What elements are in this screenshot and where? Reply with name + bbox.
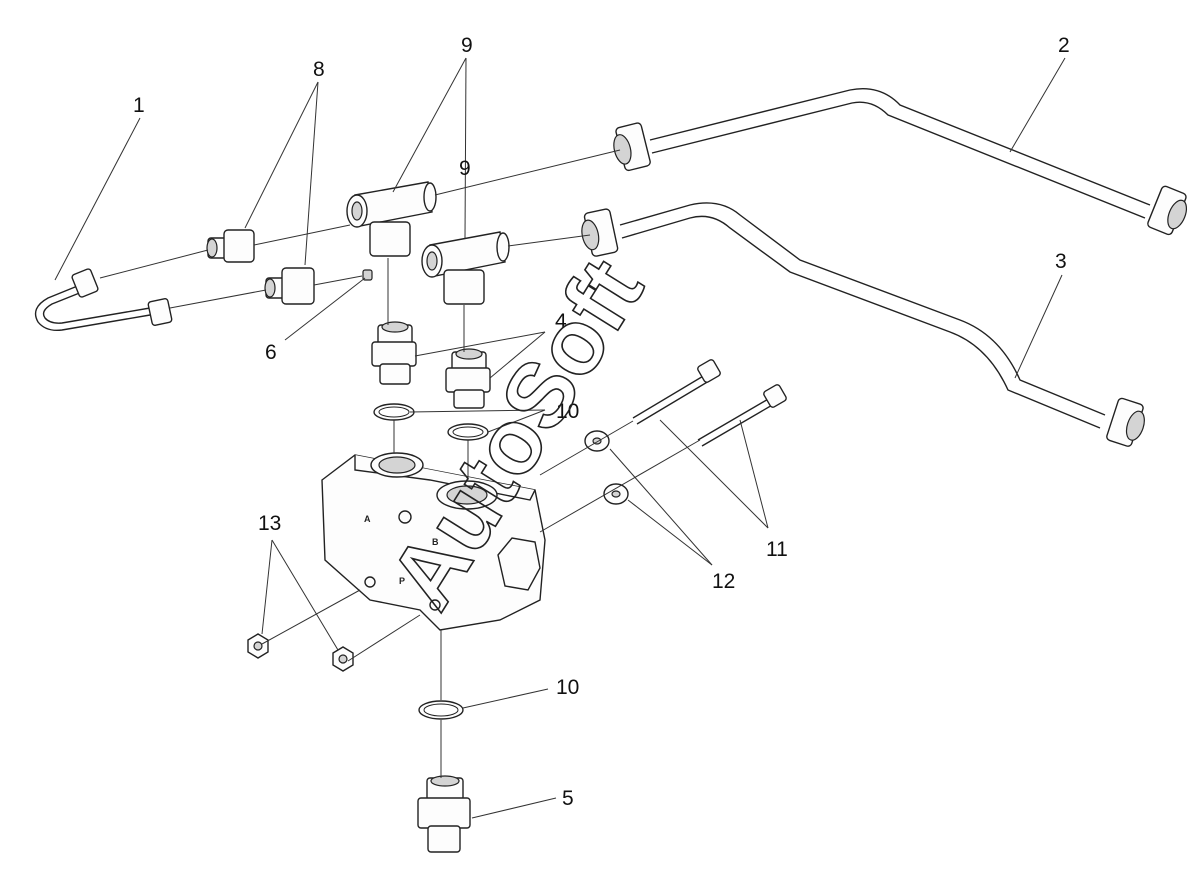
valve-body: A B P [321,452,546,631]
nut-13-right [332,646,354,672]
callout-6: 6 [265,341,277,364]
callout-9-lower: 9 [459,157,471,180]
callout-12: 12 [712,570,735,593]
assembly-lines [99,149,701,778]
bolt-11-lower [697,384,787,447]
adapter-4-left [371,321,417,385]
callout-8: 8 [313,58,325,81]
port-label-a: A [364,514,371,524]
leader-lines [54,57,1066,819]
washer-12-lower [603,483,629,505]
callout-5: 5 [562,787,574,810]
callout-11: 11 [766,538,788,561]
adapter-4-right [445,348,491,409]
o-ring-10-left [373,403,415,421]
o-ring-10-right [447,423,489,441]
port-label-b: B [432,537,439,547]
callout-10-upper: 10 [556,400,579,423]
callout-3: 3 [1055,250,1067,273]
pipe-1 [34,268,173,332]
nut-13-left [247,633,269,659]
adapter-5 [417,775,471,853]
callout-2: 2 [1058,34,1070,57]
pipe-3 [581,202,1145,447]
callout-13: 13 [258,512,281,535]
callout-labels: 1 2 3 4 5 6 8 9 9 10 10 11 12 13 [133,34,1070,810]
bolt-11-upper [632,359,721,425]
callout-1: 1 [133,94,145,117]
pipe-2 [613,87,1188,236]
tee-9-lower [421,231,510,305]
connector-8-lower [264,267,315,305]
callout-10-lower: 10 [556,676,579,699]
port-label-p: P [399,576,405,586]
callout-4: 4 [555,310,567,333]
plug-6 [362,269,373,281]
callout-9-upper: 9 [461,34,473,57]
washer-12-upper [584,430,610,452]
o-ring-10-bottom [418,700,464,720]
tee-9-upper [346,181,437,257]
connector-8-upper [206,229,255,263]
